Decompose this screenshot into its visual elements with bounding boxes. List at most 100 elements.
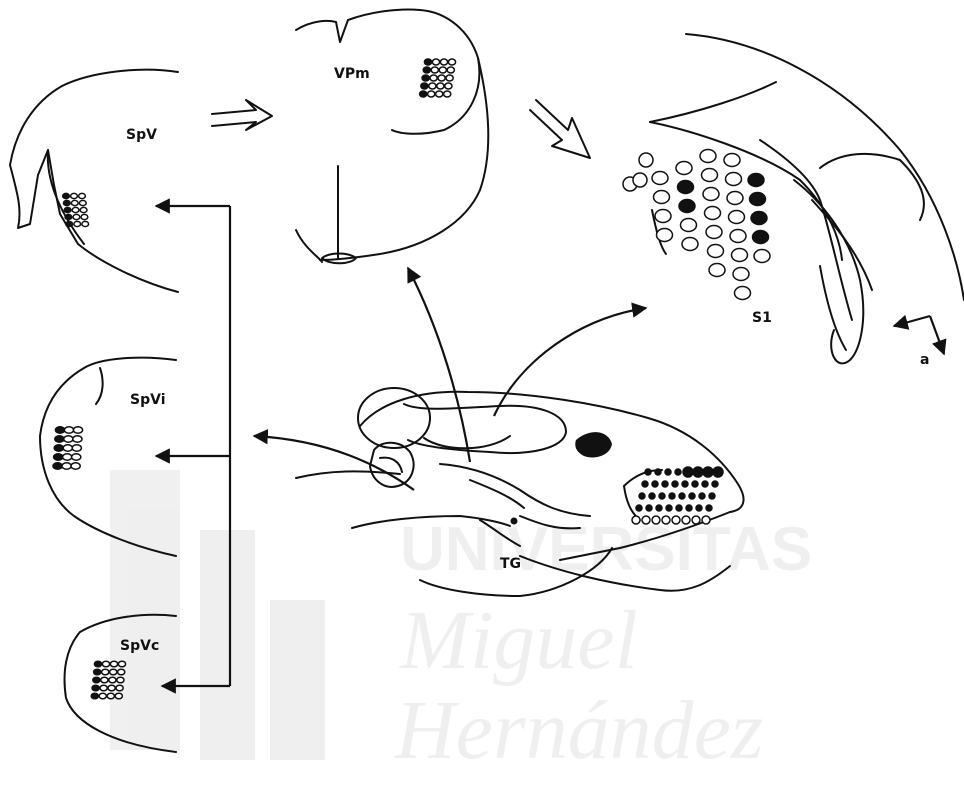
barrel bbox=[110, 661, 117, 667]
whisker-follicle bbox=[706, 505, 712, 511]
barrel bbox=[92, 685, 99, 691]
whisker-follicle bbox=[682, 481, 688, 487]
whisker-follicle bbox=[645, 469, 651, 475]
orientation-arrows: a bbox=[894, 316, 944, 368]
whisker-follicle bbox=[652, 481, 658, 487]
barrel bbox=[64, 436, 73, 442]
barrel bbox=[444, 91, 451, 97]
s1-barrel bbox=[730, 230, 746, 243]
vpm-section: VPm bbox=[296, 9, 488, 263]
whisker-follicle bbox=[656, 505, 662, 511]
barrel bbox=[110, 669, 117, 675]
barrel bbox=[118, 661, 125, 667]
whisker-follicle bbox=[649, 493, 655, 499]
barrel bbox=[94, 661, 101, 667]
whisker-follicle bbox=[679, 493, 685, 499]
barrel bbox=[116, 685, 123, 691]
watermark-line2: Miguel bbox=[399, 594, 638, 687]
barrel bbox=[55, 427, 64, 433]
s1-barrel bbox=[754, 250, 770, 263]
barrel bbox=[63, 454, 72, 460]
barrel bbox=[79, 200, 86, 205]
whisker-follicle bbox=[702, 516, 710, 524]
s1-label: S1 bbox=[752, 310, 772, 326]
spvc-label: SpVc bbox=[120, 638, 159, 654]
whisker-follicle bbox=[646, 505, 652, 511]
whisker-follicle bbox=[655, 469, 661, 475]
whisker-follicle bbox=[702, 481, 708, 487]
barrel bbox=[108, 685, 115, 691]
s1-barrel bbox=[753, 231, 769, 244]
barrel bbox=[71, 193, 78, 198]
whisker-follicle bbox=[696, 505, 702, 511]
s1-barrel bbox=[639, 153, 653, 167]
spv-to-vpm-arrow bbox=[212, 100, 272, 130]
barrel bbox=[446, 75, 453, 81]
barrel bbox=[73, 436, 82, 442]
whisker-follicle bbox=[665, 469, 671, 475]
barrel bbox=[102, 661, 109, 667]
spv-section: SpV bbox=[10, 70, 178, 292]
barrel bbox=[448, 59, 455, 65]
vpm-label: VPm bbox=[334, 66, 370, 82]
barrel bbox=[447, 67, 454, 73]
whisker-follicle bbox=[709, 493, 715, 499]
barrel bbox=[66, 221, 73, 226]
s1-barrel bbox=[678, 181, 694, 194]
barrel bbox=[81, 214, 88, 219]
s1-barrel bbox=[748, 174, 764, 187]
whisker-follicle bbox=[666, 505, 672, 511]
s1-section: S1 a bbox=[623, 34, 964, 368]
barrel bbox=[79, 193, 86, 198]
barrel bbox=[62, 463, 71, 469]
s1-barrel bbox=[709, 264, 725, 277]
whisker-follicle bbox=[675, 469, 681, 475]
barrel bbox=[82, 221, 89, 226]
barrel bbox=[117, 677, 124, 683]
s1-barrel bbox=[724, 154, 740, 167]
s1-barrel bbox=[633, 173, 647, 187]
s1-barrel bbox=[708, 245, 724, 258]
spvi-label: SpVi bbox=[130, 392, 166, 408]
whisker-follicle bbox=[692, 481, 698, 487]
whisker-follicle bbox=[692, 516, 700, 524]
orientation-label: a bbox=[920, 352, 929, 368]
s1-barrel bbox=[700, 150, 716, 163]
barrel bbox=[429, 83, 436, 89]
barrel bbox=[430, 75, 437, 81]
whisker-follicle bbox=[642, 481, 648, 487]
barrel bbox=[421, 83, 428, 89]
barrel bbox=[420, 91, 427, 97]
whisker-follicle bbox=[712, 481, 718, 487]
s1-barrel bbox=[655, 210, 671, 223]
s1-barrel bbox=[726, 173, 742, 186]
s1-barrel bbox=[702, 169, 718, 182]
whisker-follicle bbox=[676, 505, 682, 511]
barrel bbox=[94, 669, 101, 675]
whisker-follicle bbox=[639, 493, 645, 499]
whisker-follicle bbox=[686, 505, 692, 511]
barrel bbox=[64, 427, 73, 433]
whisker-follicle bbox=[652, 516, 660, 524]
whisker-follicle bbox=[636, 505, 642, 511]
barrel bbox=[91, 693, 98, 699]
barrel bbox=[99, 693, 106, 699]
whisker-follicle bbox=[682, 516, 690, 524]
barrel bbox=[107, 693, 114, 699]
barrel bbox=[54, 454, 63, 460]
barrel bbox=[71, 200, 78, 205]
barrel bbox=[71, 463, 80, 469]
s1-barrel bbox=[679, 200, 695, 213]
whisker-follicle bbox=[672, 481, 678, 487]
barrel bbox=[74, 221, 81, 226]
barrel bbox=[109, 677, 116, 683]
whisker-follicle bbox=[642, 516, 650, 524]
s1-barrel bbox=[735, 287, 751, 300]
whisker-follicle bbox=[632, 516, 640, 524]
whisker-follicle bbox=[669, 493, 675, 499]
barrel bbox=[440, 59, 447, 65]
barrel bbox=[439, 67, 446, 73]
barrel bbox=[53, 463, 62, 469]
barrel bbox=[101, 677, 108, 683]
whisker-follicle bbox=[713, 467, 723, 477]
